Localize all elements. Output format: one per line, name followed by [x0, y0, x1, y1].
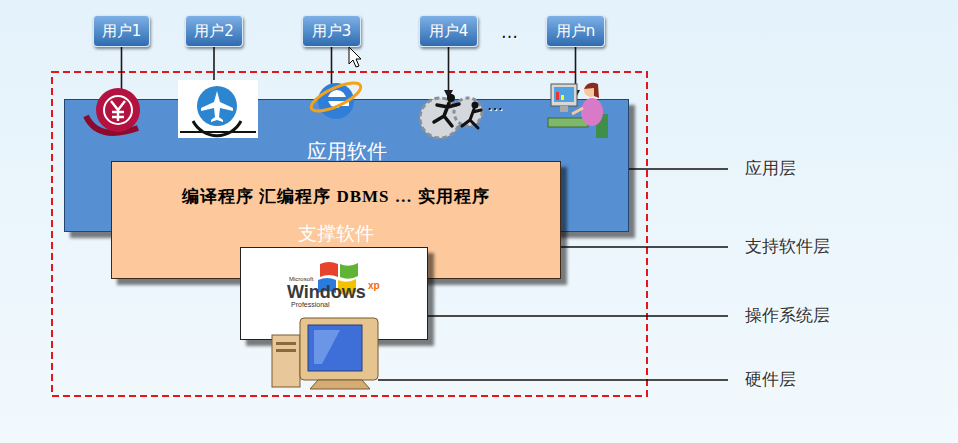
user-arrow — [448, 47, 450, 99]
airline-icon-part — [201, 91, 233, 122]
node-text: Windows — [287, 283, 366, 303]
user-arrow — [213, 47, 215, 99]
bank-icon — [86, 88, 140, 133]
computer-icon — [272, 318, 378, 389]
browser-icon-part — [327, 97, 347, 101]
browser-icon-part — [308, 77, 365, 116]
node-text: xp — [368, 280, 380, 291]
user-arrow — [575, 47, 577, 99]
sport-icon-part — [447, 94, 455, 102]
sport-icon-part — [454, 98, 482, 126]
computer-icon-part — [276, 349, 296, 352]
mouse-cursor — [349, 47, 361, 67]
airline-icon-part — [178, 80, 258, 138]
ellipsis: … — [501, 23, 518, 42]
user-box: 用户1 — [93, 15, 150, 47]
sport-icon-part — [462, 109, 481, 128]
leader-line — [629, 168, 728, 169]
layer-box: MicrosoftWindowsxpProfessional — [240, 247, 428, 340]
office-worker-icon-part — [584, 83, 598, 97]
windows-flag-part — [320, 262, 338, 277]
office-worker-icon — [548, 83, 608, 138]
computer-icon-part — [308, 325, 362, 371]
browser-icon-part — [328, 90, 346, 108]
node-text: 用户1 — [102, 23, 142, 40]
node-text: 用户2 — [194, 23, 234, 40]
office-worker-icon-part — [572, 108, 583, 114]
browser-icon-part — [339, 102, 349, 106]
computer-icon-part — [310, 380, 370, 389]
layer-label: 应用层 — [745, 159, 796, 178]
computer-icon-part — [314, 330, 340, 364]
node-text: 用户4 — [429, 23, 469, 40]
airline-icon — [178, 80, 258, 138]
office-worker-icon-part — [560, 106, 568, 112]
layer-label: 支持软件层 — [745, 237, 830, 256]
system-boundary — [52, 72, 647, 396]
layer-label: 硬件层 — [745, 370, 796, 389]
airline-icon-part — [180, 131, 256, 133]
browser-icon-part — [318, 83, 354, 119]
windows-flag — [318, 262, 358, 295]
bank-icon-part — [104, 96, 132, 124]
node-text: 用户n — [556, 23, 596, 40]
office-worker-icon-part — [548, 118, 588, 127]
office-worker-icon-part — [551, 84, 577, 106]
bank-icon-part — [96, 88, 140, 132]
node-text: Professional — [291, 301, 330, 309]
node-text: 编译程序 汇编程序 DBMS … 实用程序 — [112, 188, 560, 207]
airline-icon-part — [197, 86, 237, 126]
office-worker-icon-part — [554, 87, 574, 102]
sport-icon-part — [472, 102, 479, 109]
windows-flag-part — [338, 279, 356, 295]
node-text: Microsoft — [289, 276, 313, 283]
leader-line — [378, 379, 728, 380]
office-worker-icon-part — [584, 83, 599, 98]
user-box: 用户3 — [302, 15, 361, 47]
bank-icon-part — [111, 101, 125, 121]
office-worker-icon-part — [561, 95, 564, 100]
node-text: 用户3 — [312, 23, 352, 40]
airline-icon-part — [193, 121, 241, 136]
computer-icon-part — [300, 318, 378, 380]
user-box: 用户4 — [419, 15, 478, 47]
user-box: 用户2 — [185, 15, 243, 47]
user-box: 用户n — [546, 15, 605, 47]
computer-icon-part — [272, 335, 300, 387]
node-text: 应用软件 — [65, 140, 628, 162]
leader-line — [428, 315, 728, 316]
office-worker-icon-part — [581, 98, 603, 126]
office-worker-icon-part — [556, 92, 559, 100]
ellipsis: … — [487, 96, 503, 114]
bank-icon-part — [86, 116, 138, 133]
windows-flag-part — [318, 278, 336, 293]
browser-icon — [308, 77, 365, 119]
sport-icon — [420, 94, 482, 138]
layer-label: 操作系统层 — [745, 306, 830, 325]
user-arrow — [121, 47, 123, 99]
sport-icon-part — [434, 103, 459, 126]
user-arrow — [331, 47, 333, 99]
sport-icon-part — [420, 98, 460, 138]
windows-flag-part — [340, 263, 358, 279]
computer-icon-part — [276, 342, 296, 345]
office-worker-icon-part — [596, 114, 608, 138]
node-text: 支撑软件 — [112, 223, 560, 244]
leader-line — [561, 246, 728, 247]
browser-icon-part — [339, 102, 351, 108]
